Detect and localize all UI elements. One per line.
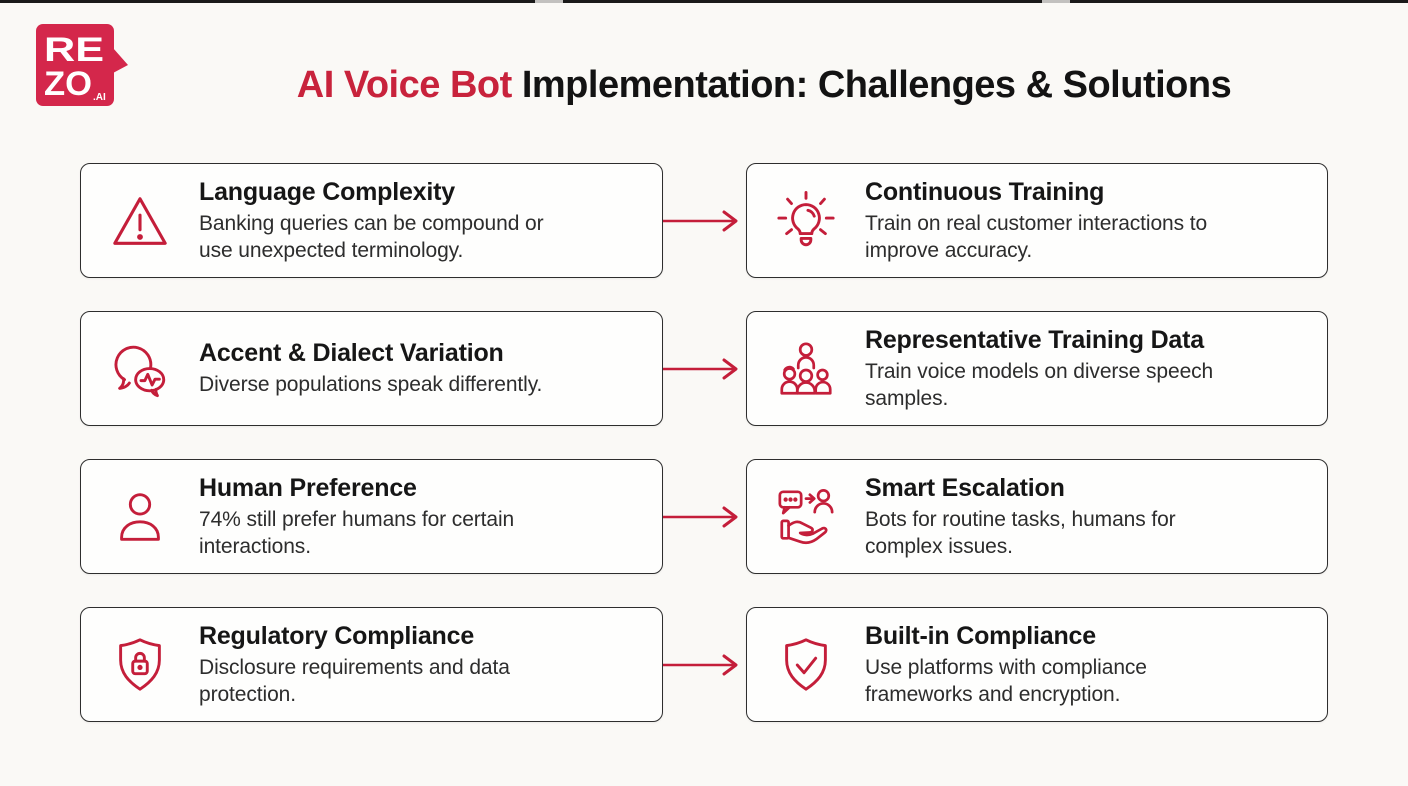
lightbulb-icon [747, 190, 865, 252]
card-description: Disclosure requirements and data protect… [199, 655, 510, 706]
rezo-ai-logo: RE ZO .AI [36, 24, 130, 115]
shield-lock-icon [81, 634, 199, 696]
page-title-rest: Implementation: Challenges & Solutions [511, 64, 1232, 106]
card-description: Bots for routine tasks, humans for compl… [865, 507, 1176, 558]
chat-handoff-icon [747, 486, 865, 548]
card-text: Built-in Compliance Use platforms with c… [865, 622, 1327, 708]
card-text: Smart Escalation Bots for routine tasks,… [865, 474, 1327, 560]
solution-card-smart-escalation: Smart Escalation Bots for routine tasks,… [746, 459, 1328, 574]
logo-speech-bubble: RE ZO .AI [36, 24, 128, 106]
arrow-row-3 [663, 459, 746, 574]
card-title: Continuous Training [865, 177, 1105, 206]
card-text: Language Complexity Banking queries can … [199, 178, 662, 264]
card-description: Diverse populations speak differently. [199, 373, 543, 396]
shield-check-icon [747, 634, 865, 696]
page-title: AI Voice Bot Implementation: Challenges … [140, 64, 1388, 107]
right-arrow-icon [663, 654, 738, 675]
solution-card-representative-data: Representative Training Data Train voice… [746, 311, 1328, 426]
card-title: Built-in Compliance [865, 621, 1096, 650]
page-title-highlight: AI Voice Bot [296, 64, 513, 106]
card-title: Accent & Dialect Variation [199, 339, 504, 367]
people-group-icon [747, 338, 865, 400]
logo-line1: RE [44, 31, 104, 69]
right-arrow-icon [663, 506, 738, 527]
warning-triangle-icon [81, 190, 199, 252]
card-text: Continuous Training Train on real custom… [865, 178, 1327, 264]
arrow-row-2 [663, 311, 746, 426]
challenge-card-language-complexity: Language Complexity Banking queries can … [80, 163, 663, 278]
solution-card-built-in-compliance: Built-in Compliance Use platforms with c… [746, 607, 1328, 722]
logo-suffix: .AI [93, 92, 106, 103]
arrow-row-4 [663, 607, 746, 722]
card-title: Representative Training Data [865, 325, 1204, 354]
right-arrow-icon [663, 358, 738, 379]
arrow-row-1 [663, 163, 746, 278]
solution-card-continuous-training: Continuous Training Train on real custom… [746, 163, 1328, 278]
logo-line2: ZO [44, 65, 92, 103]
person-icon [81, 486, 199, 548]
card-description: 74% still prefer humans for certain inte… [199, 507, 515, 558]
right-arrow-icon [663, 210, 738, 231]
card-text: Human Preference 74% still prefer humans… [199, 474, 662, 560]
card-text: Regulatory Compliance Disclosure require… [199, 622, 662, 708]
card-description: Use platforms with compliance frameworks… [865, 655, 1147, 706]
challenge-card-human-preference: Human Preference 74% still prefer humans… [80, 459, 663, 574]
card-text: Accent & Dialect Variation Diverse popul… [199, 339, 662, 398]
card-description: Train voice models on diverse speech sam… [865, 359, 1214, 410]
cards-grid: Language Complexity Banking queries can … [80, 163, 1328, 722]
card-title: Language Complexity [199, 177, 455, 206]
card-description: Banking queries can be compound or use u… [199, 211, 544, 262]
speech-bubbles-icon [81, 338, 199, 400]
card-text: Representative Training Data Train voice… [865, 326, 1327, 412]
card-title: Smart Escalation [865, 473, 1065, 502]
challenge-card-regulatory-compliance: Regulatory Compliance Disclosure require… [80, 607, 663, 722]
challenge-card-accent-dialect: Accent & Dialect Variation Diverse popul… [80, 311, 663, 426]
card-title: Human Preference [199, 473, 417, 502]
card-title: Regulatory Compliance [199, 621, 475, 650]
card-description: Train on real customer interactions to i… [865, 211, 1208, 262]
top-edge-strip [0, 0, 1408, 3]
